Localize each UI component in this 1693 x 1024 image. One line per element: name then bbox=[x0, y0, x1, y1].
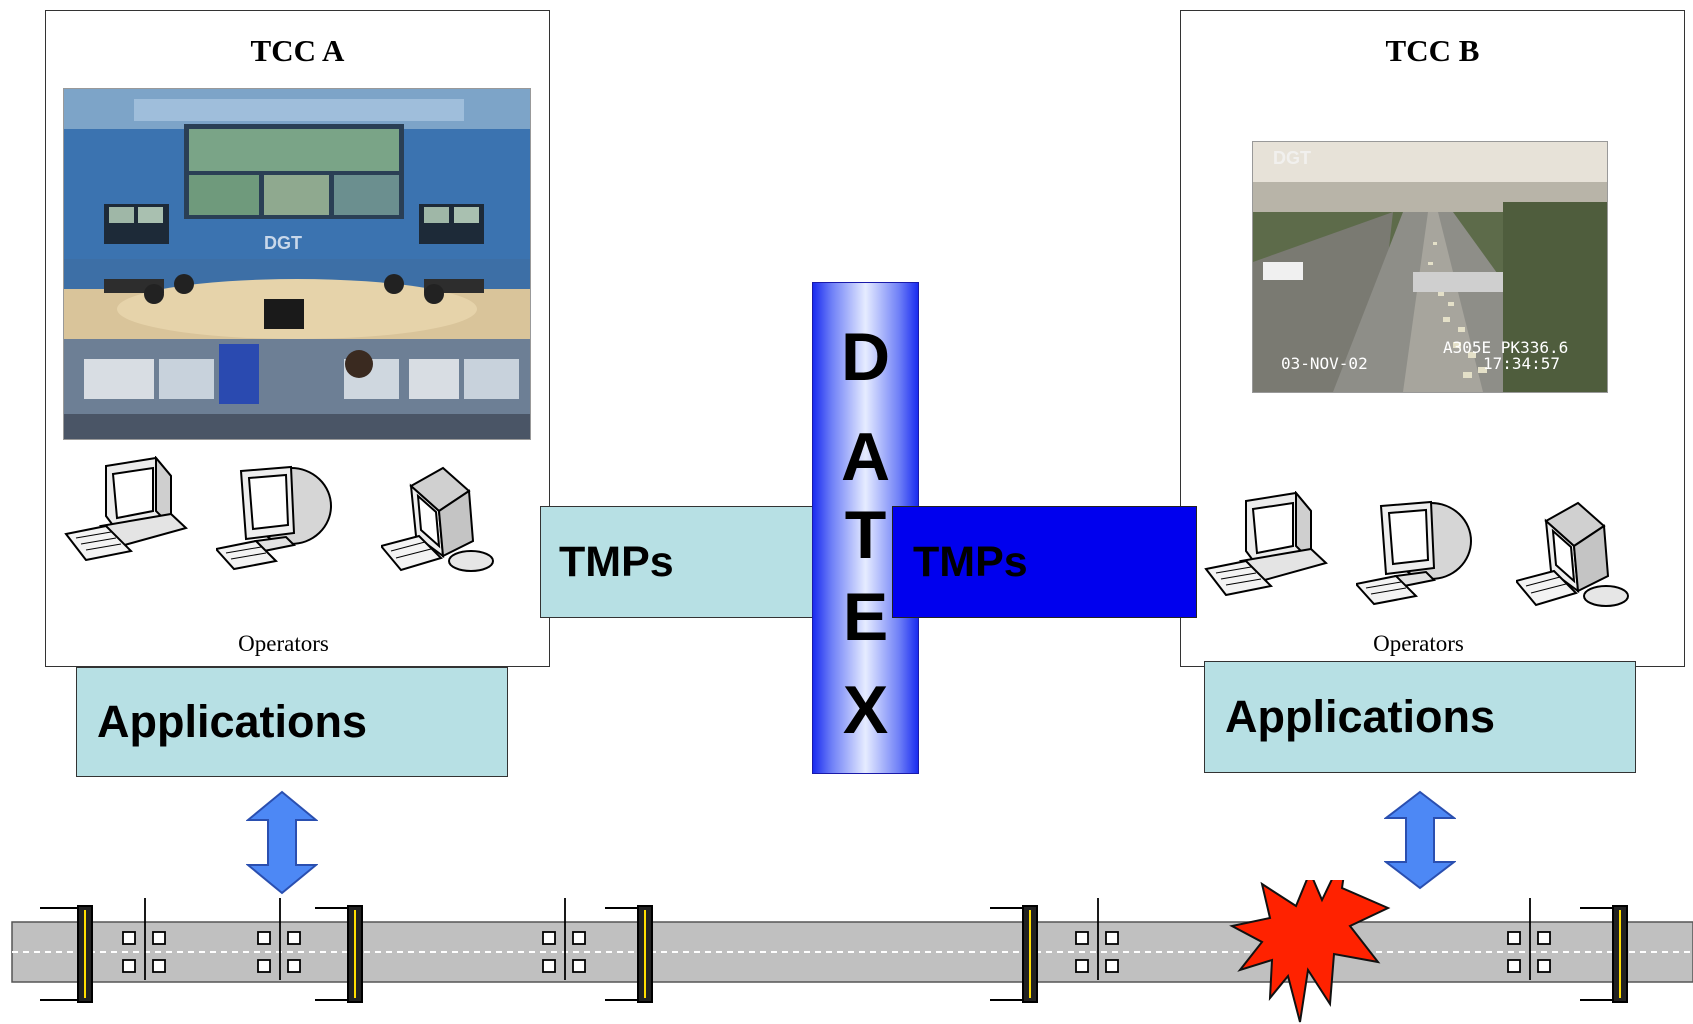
datex-letter-d: D bbox=[840, 319, 891, 395]
applications-right-box: Applications bbox=[1204, 661, 1636, 773]
datex-letter-x: X bbox=[842, 672, 889, 748]
applications-left-box: Applications bbox=[76, 667, 508, 777]
loop-detector-1-icon bbox=[122, 898, 166, 980]
photo-logo: DGT bbox=[264, 233, 302, 253]
datex-letter-a: A bbox=[840, 419, 891, 495]
gantry-3 bbox=[605, 905, 653, 1003]
gantry-4 bbox=[990, 905, 1038, 1003]
camera-date: 03-NOV-02 bbox=[1281, 354, 1368, 373]
gantry-5 bbox=[1580, 905, 1628, 1003]
tcc-b-operators-label: Operators bbox=[1373, 631, 1464, 656]
control-room-photo: DGT bbox=[63, 88, 531, 440]
datex-letter-t: T bbox=[844, 497, 887, 573]
gantry-1 bbox=[40, 905, 93, 1003]
explosion-icon bbox=[1229, 880, 1391, 1023]
double-arrow-right-icon bbox=[1384, 790, 1456, 890]
tcc-a-computer-1-icon bbox=[64, 456, 188, 561]
gantry-2 bbox=[315, 905, 363, 1003]
tcc-b-computer-3-icon bbox=[1516, 501, 1629, 607]
camera-time: 17:34:57 bbox=[1483, 354, 1561, 373]
loop-detector-4-icon bbox=[1075, 898, 1119, 980]
camera-location: A305E PK336.6 bbox=[1443, 338, 1569, 357]
datex-bar: D A T E X bbox=[812, 282, 919, 774]
tcc-a-operators-label: Operators bbox=[238, 631, 329, 656]
loop-detector-5-icon bbox=[1507, 898, 1551, 980]
tcc-a-computer-2-icon bbox=[216, 465, 332, 571]
loop-detector-2-icon bbox=[257, 898, 301, 980]
double-arrow-left-icon bbox=[246, 790, 318, 895]
tcc-a-panel: TCC A bbox=[45, 10, 550, 667]
tcc-a-computer-3-icon bbox=[381, 466, 494, 572]
tcc-a-title: TCC A bbox=[250, 33, 345, 68]
tcc-b-computer-1-icon bbox=[1204, 491, 1328, 596]
datex-letter-e: E bbox=[842, 579, 889, 655]
tmps-left-box: TMPs bbox=[540, 506, 830, 618]
road bbox=[11, 880, 1693, 1023]
traffic-camera-image: DGT 03-NOV-02 A305E PK336.6 17:34:57 bbox=[1252, 141, 1608, 393]
camera-logo: DGT bbox=[1273, 148, 1311, 168]
tmps-right-box: TMPs bbox=[892, 506, 1197, 618]
tcc-b-title: TCC B bbox=[1385, 33, 1480, 68]
loop-detector-3-icon bbox=[542, 898, 586, 980]
tcc-b-panel: TCC B DGT 03-NOV-02 A305E PK336.6 17:34:… bbox=[1180, 10, 1685, 667]
tcc-b-computer-2-icon bbox=[1356, 500, 1472, 606]
